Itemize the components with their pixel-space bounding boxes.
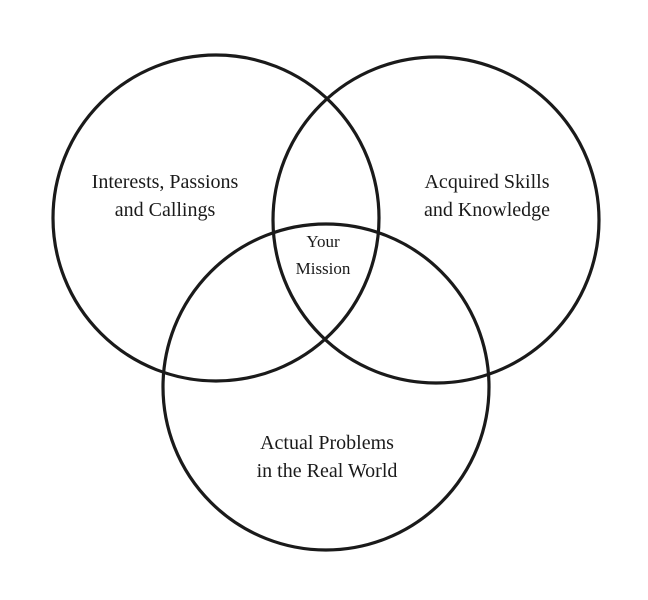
label-line: in the Real World (256, 460, 398, 482)
circle-skills (271, 55, 601, 385)
label-line: Your (306, 232, 340, 251)
label-problems: Actual Problems in the Real World (257, 429, 398, 485)
label-line: Acquired Skills (424, 171, 550, 193)
label-line: Actual Problems (260, 432, 394, 454)
label-line: Interests, Passions (91, 171, 239, 193)
label-skills: Acquired Skills and Knowledge (424, 168, 550, 224)
circle-interests (51, 53, 381, 383)
label-interests: Interests, Passions and Callings (92, 168, 239, 224)
label-line: and Knowledge (423, 199, 551, 221)
label-mission: Your Mission (296, 228, 351, 282)
label-line: and Callings (114, 199, 216, 221)
circle-problems (161, 222, 491, 552)
label-line: Mission (295, 259, 351, 278)
